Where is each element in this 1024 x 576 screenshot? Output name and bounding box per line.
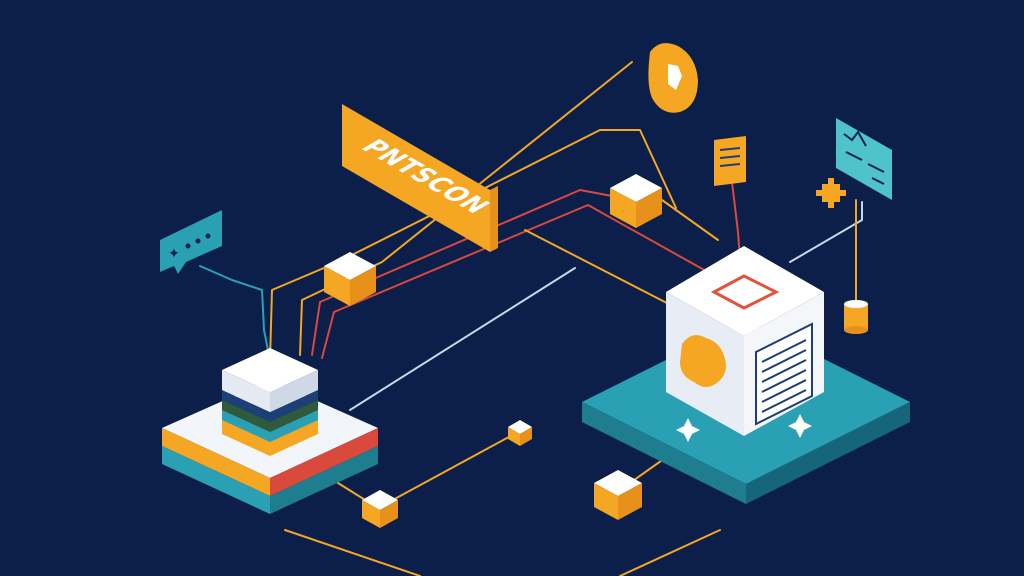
small-cubes bbox=[324, 174, 662, 528]
sparkles bbox=[676, 414, 812, 442]
puzzle-icon bbox=[680, 335, 726, 387]
cube-node bbox=[324, 252, 376, 306]
database-icon bbox=[844, 300, 868, 334]
line-red-2 bbox=[321, 204, 741, 359]
cube-node bbox=[362, 490, 398, 528]
cube-top-panel bbox=[710, 274, 780, 310]
document-icon bbox=[714, 136, 746, 186]
layer-stack-icon bbox=[222, 348, 318, 456]
banner-tag-edge bbox=[490, 186, 498, 252]
shield-icon bbox=[648, 43, 698, 113]
line-bottom-3 bbox=[284, 529, 421, 576]
svg-text:✦: ✦ bbox=[168, 246, 180, 262]
line-dashboard bbox=[789, 201, 863, 263]
cube-node bbox=[610, 174, 662, 228]
dashboard-panel-icon bbox=[836, 118, 892, 200]
line-cube-link bbox=[661, 199, 719, 241]
cube-node bbox=[594, 470, 642, 520]
right-platform-side-a bbox=[582, 402, 746, 504]
server-cube-icon bbox=[666, 246, 824, 436]
gear-icon bbox=[816, 178, 846, 208]
line-chat bbox=[199, 265, 271, 361]
sparkle-left bbox=[676, 418, 700, 442]
chat-bubble-icon: ✦ bbox=[160, 210, 222, 274]
left-platform-side-a bbox=[162, 428, 270, 496]
left-platform-base-a bbox=[162, 446, 270, 514]
left-platform-base-b bbox=[270, 446, 378, 514]
line-bottom-4 bbox=[619, 529, 721, 576]
line-red-1 bbox=[311, 189, 613, 356]
line-light-1 bbox=[349, 267, 576, 411]
server-rack-lines bbox=[761, 339, 807, 413]
left-platform-side-b bbox=[270, 428, 378, 496]
sparkle-right bbox=[788, 414, 812, 438]
banner-tag bbox=[342, 104, 490, 252]
cube-node bbox=[508, 420, 532, 446]
right-platform bbox=[582, 320, 910, 504]
right-platform-side-b bbox=[746, 402, 910, 504]
